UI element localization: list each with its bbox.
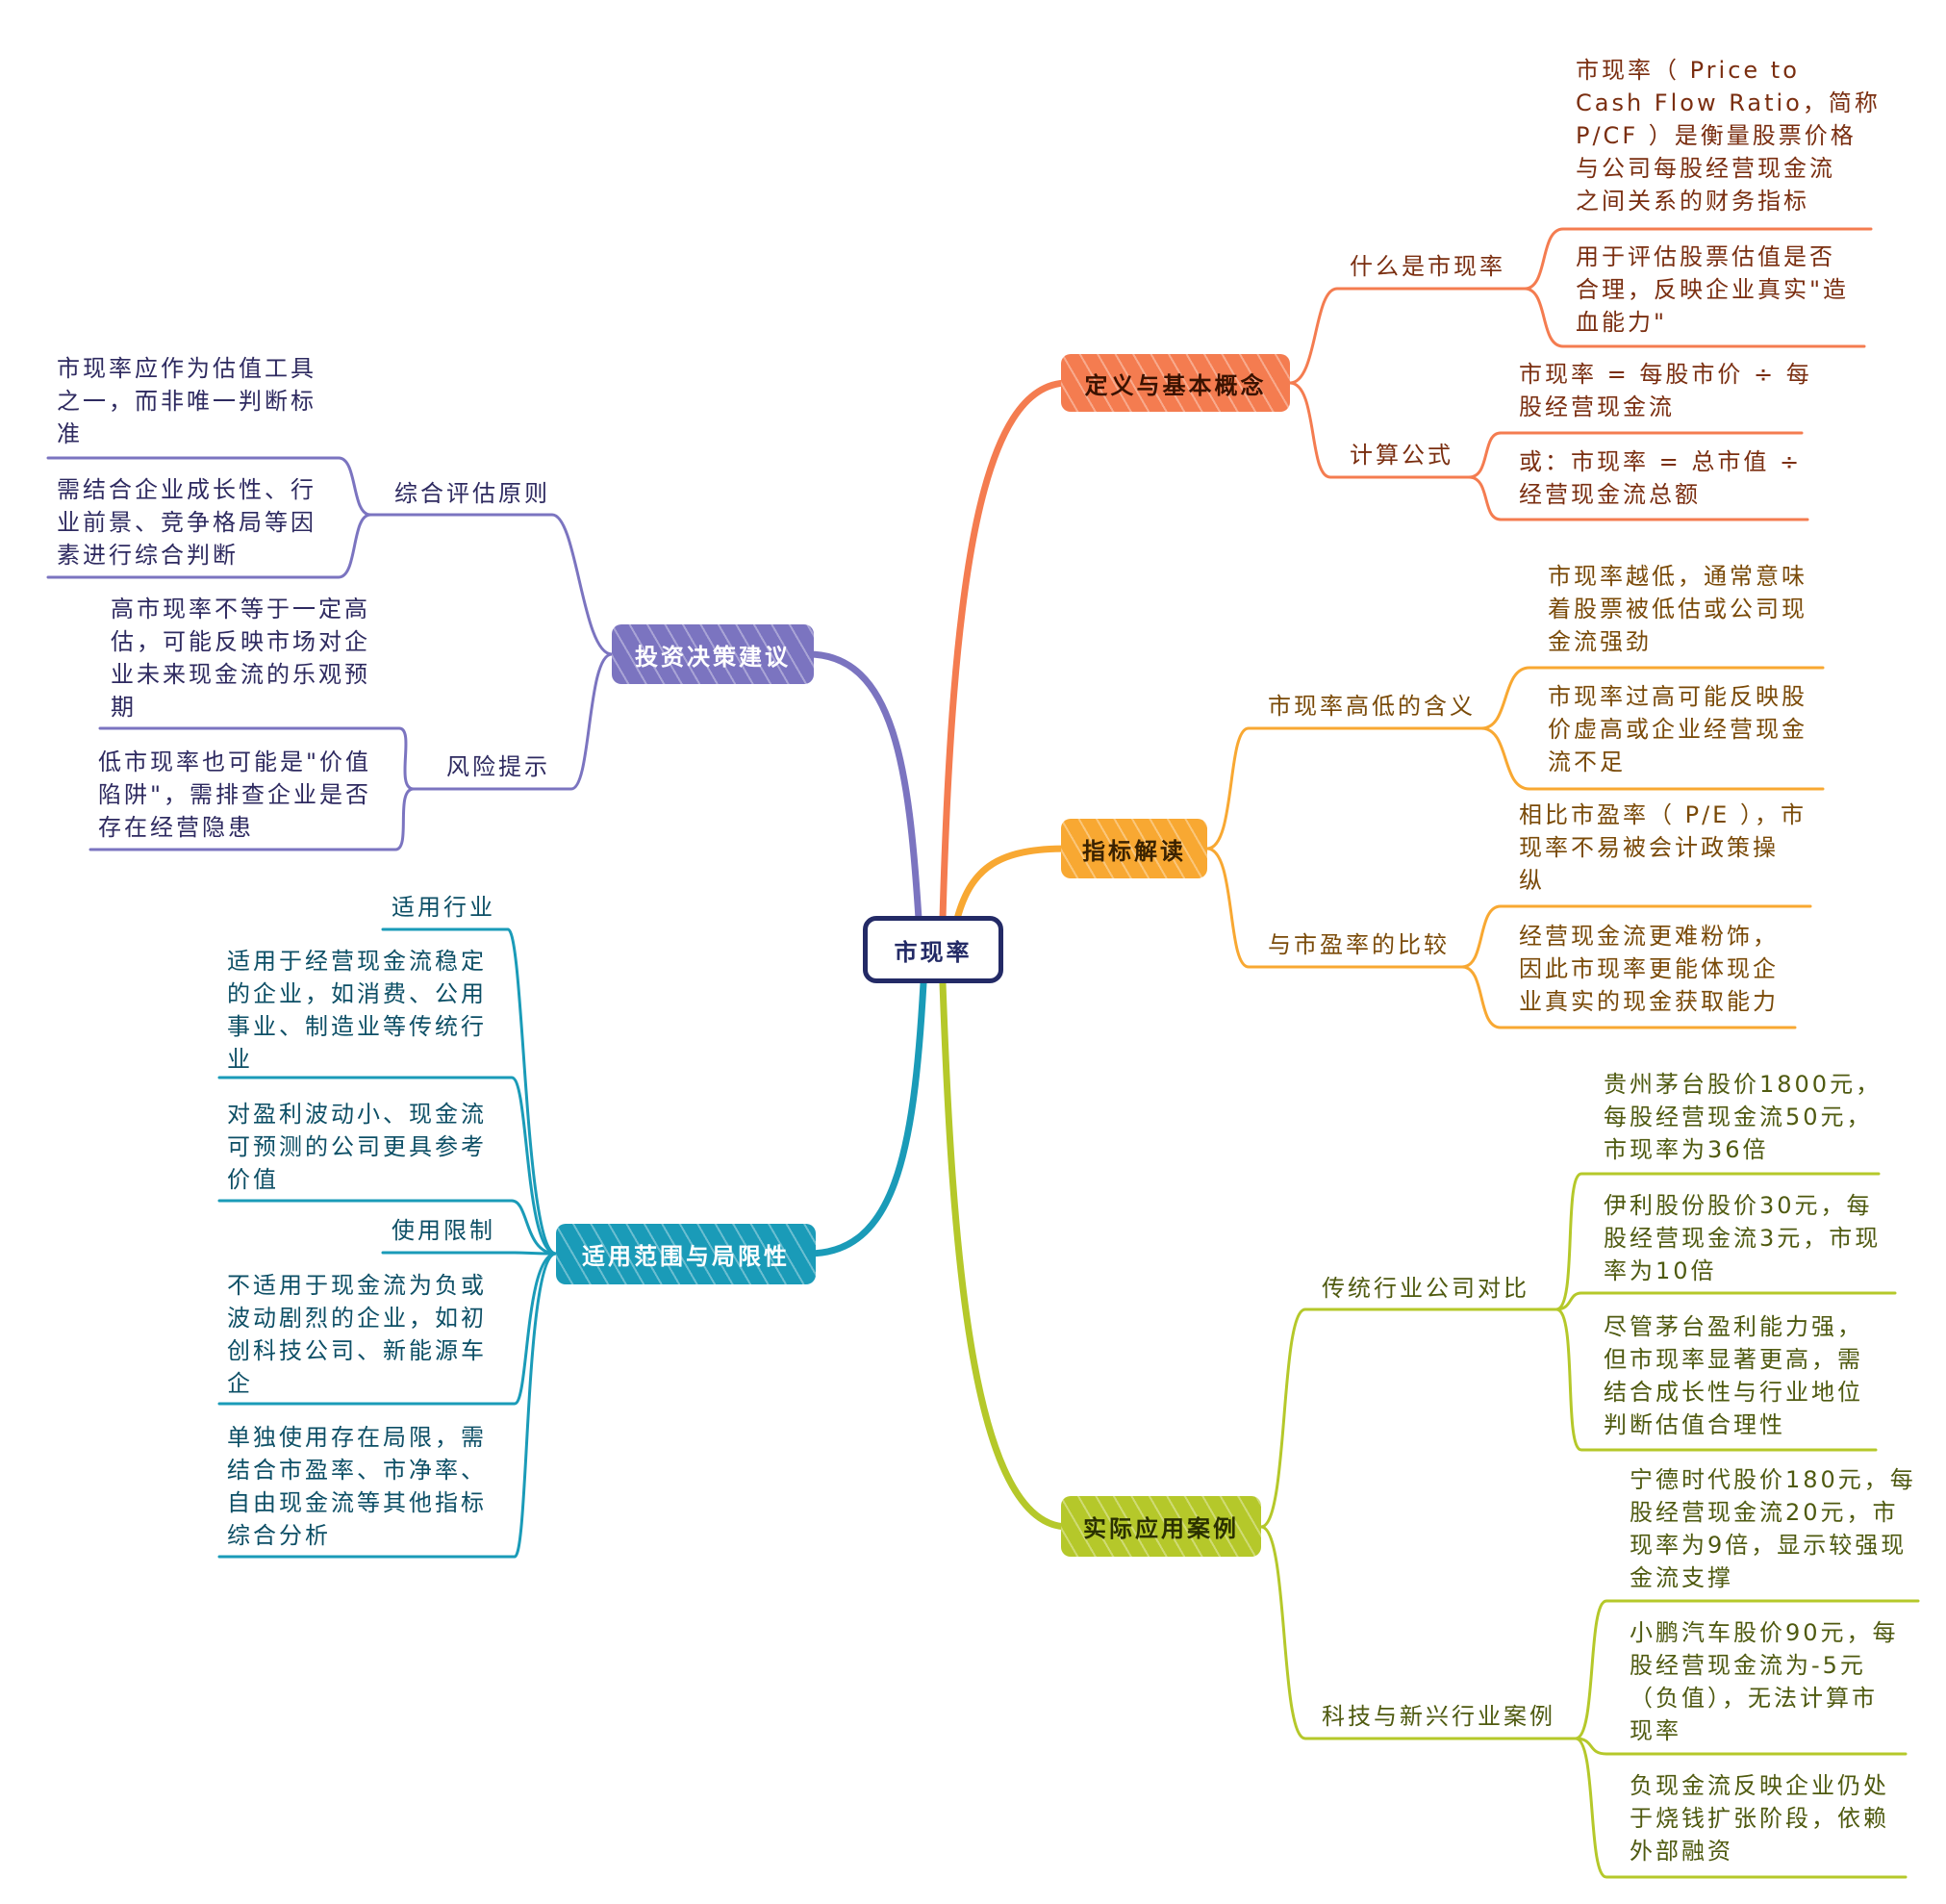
leaf-principle-1[interactable]: 市现率应作为估值工具 之一，而非唯一判断标 准 xyxy=(57,355,316,447)
leaf-compare-1[interactable]: 相比市盈率（ P/E ），市 现率不易被会计政策操 纵 xyxy=(1519,801,1807,894)
branch-scope xyxy=(804,979,927,1257)
leaf-formula-1[interactable]: 市现率 = 每股市价 ÷ 每 股经营现金流 xyxy=(1519,361,1812,420)
branch-advice xyxy=(804,650,922,923)
subtopic-what-is[interactable]: 什么是市现率 xyxy=(1350,253,1505,280)
leaf-catl[interactable]: 宁德时代股价180元，每 股经营现金流20元，市 现率为9倍，显示较强现 金流支… xyxy=(1630,1466,1916,1591)
subtopic-compare[interactable]: 与市盈率的比较 xyxy=(1268,931,1450,958)
topic-scope[interactable]: 适用范围与局限性 xyxy=(556,1224,816,1284)
leaf-risk-2[interactable]: 低市现率也可能是"价值 陷阱"，需排查企业是否 存在经营隐患 xyxy=(98,749,372,841)
subtopic-meaning[interactable]: 市现率高低的含义 xyxy=(1268,693,1476,720)
leaf-traditional-note[interactable]: 尽管茅台盈利能力强， 但市现率显著更高，需 结合成长性与行业地位 判断估值合理性 xyxy=(1604,1313,1863,1438)
topic-cases[interactable]: 实际应用案例 xyxy=(1061,1496,1261,1557)
leaf-definition[interactable]: 市现率（ Price to Cash Flow Ratio，简称 P/CF ）是… xyxy=(1576,57,1881,215)
leaf-principle-2[interactable]: 需结合企业成长性、行 业前景、竞争格局等因 素进行综合判断 xyxy=(57,476,316,569)
leaf-tech-note[interactable]: 负现金流反映企业仍处 于烧钱扩张阶段，依赖 外部融资 xyxy=(1630,1772,1889,1865)
branch-definition xyxy=(939,379,1072,923)
subtopic-formula[interactable]: 计算公式 xyxy=(1350,442,1453,469)
topic-interpretation[interactable]: 指标解读 xyxy=(1061,819,1207,878)
leaf-formula-2[interactable]: 或：市现率 = 总市值 ÷ 经营现金流总额 xyxy=(1519,448,1803,508)
leaf-purpose[interactable]: 用于评估股票估值是否 合理，反映企业真实"造 血能力" xyxy=(1576,243,1850,336)
subtopic-limits[interactable]: 使用限制 xyxy=(392,1217,495,1244)
leaf-xpeng[interactable]: 小鹏汽车股价90元，每 股经营现金流为-5元 （负值），无法计算市 现率 xyxy=(1630,1619,1899,1744)
leaf-compare-2[interactable]: 经营现金流更难粉饰， 因此市现率更能体现企 业真实的现金获取能力 xyxy=(1519,923,1779,1015)
root-topic[interactable]: 市现率 xyxy=(863,916,1003,983)
leaf-meaning-1[interactable]: 市现率越低，通常意味 着股票被低估或公司现 金流强劲 xyxy=(1548,563,1807,655)
branch-interpretation xyxy=(953,845,1072,923)
subtopic-risk[interactable]: 风险提示 xyxy=(446,753,550,780)
subtopic-traditional[interactable]: 传统行业公司对比 xyxy=(1322,1275,1529,1302)
subtopic-tech[interactable]: 科技与新兴行业案例 xyxy=(1322,1703,1555,1730)
topic-definition[interactable]: 定义与基本概念 xyxy=(1061,354,1290,412)
leaf-industries-2[interactable]: 对盈利波动小、现金流 可预测的公司更具参考 价值 xyxy=(227,1101,487,1193)
leaf-risk-1[interactable]: 高市现率不等于一定高 估，可能反映市场对企 业未来现金流的乐观预 期 xyxy=(111,596,370,721)
branch-cases xyxy=(939,979,1072,1531)
leaf-meaning-2[interactable]: 市现率过高可能反映股 价虚高或企业经营现金 流不足 xyxy=(1548,683,1807,775)
leaf-limits-2[interactable]: 单独使用存在局限，需 结合市盈率、市净率、 自由现金流等其他指标 综合分析 xyxy=(227,1424,487,1549)
topic-advice[interactable]: 投资决策建议 xyxy=(612,624,814,684)
leaf-industries-1[interactable]: 适用于经营现金流稳定 的企业，如消费、公用 事业、制造业等传统行 业 xyxy=(227,948,487,1073)
leaf-moutai[interactable]: 贵州茅台股价1800元， 每股经营现金流50元， 市现率为36倍 xyxy=(1604,1071,1883,1163)
leaf-limits-1[interactable]: 不适用于现金流为负或 波动剧烈的企业，如初 创科技公司、新能源车 企 xyxy=(227,1272,487,1397)
leaf-yili[interactable]: 伊利股份股价30元，每 股经营现金流3元，市现 率为10倍 xyxy=(1604,1192,1882,1284)
subtopic-industries[interactable]: 适用行业 xyxy=(392,894,495,921)
subtopic-principle[interactable]: 综合评估原则 xyxy=(394,480,550,507)
